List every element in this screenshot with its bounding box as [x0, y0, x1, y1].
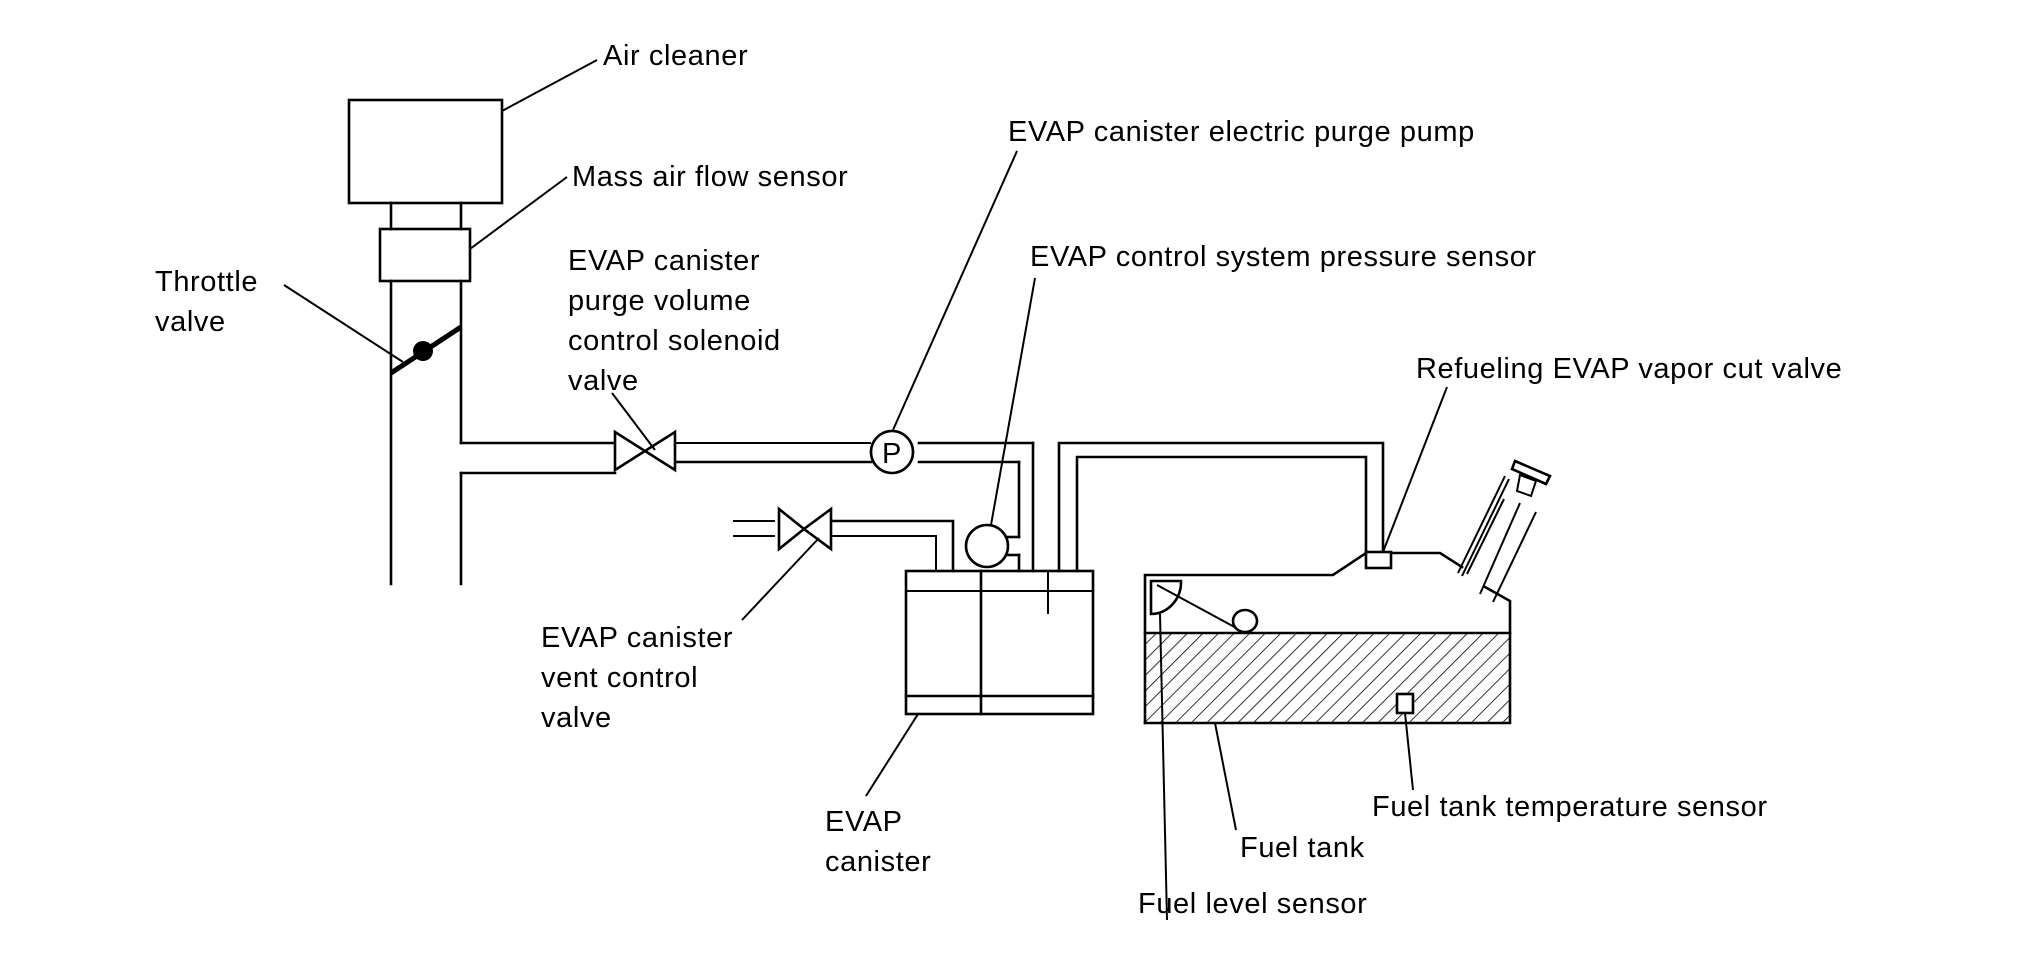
label-evap-canister: EVAP canister: [825, 806, 931, 878]
label-mass-air-flow-sensor: Mass air flow sensor: [572, 161, 848, 193]
purge-volume-control-solenoid-valve: [613, 429, 677, 473]
label-electric-purge-pump: EVAP canister electric purge pump: [1008, 116, 1475, 148]
leader-temperature-sensor: [1404, 712, 1414, 791]
fuel-level-sensor: [1149, 579, 1259, 921]
leader-purge-solenoid-valve: [611, 392, 656, 451]
leader-mass-air-flow-sensor: [469, 176, 568, 250]
leader-air-cleaner: [501, 59, 598, 112]
pump-symbol-letter: P: [882, 438, 902, 470]
label-fuel-tank: Fuel tank: [1240, 832, 1365, 864]
mass-air-flow-sensor: [378, 227, 472, 283]
leader-vapor-cut-valve: [1382, 386, 1448, 553]
label-throttle-valve: Throttle valve: [155, 266, 267, 338]
label-fuel-level-sensor: Fuel level sensor: [1138, 888, 1367, 920]
label-refueling-vapor-cut-valve: Refueling EVAP vapor cut valve: [1416, 353, 1842, 385]
label-pressure-sensor: EVAP control system pressure sensor: [1030, 241, 1537, 273]
vent-line: [733, 519, 955, 573]
throttle-valve: [389, 324, 463, 376]
electric-purge-pump: P: [869, 429, 915, 475]
filler-neck: [1457, 459, 1552, 603]
label-purge-volume-control-solenoid-valve: EVAP canister purge volume control solen…: [568, 245, 789, 397]
intake-duct-upper: [389, 201, 463, 231]
label-air-cleaner: Air cleaner: [603, 40, 748, 72]
purge-line: [459, 441, 1035, 573]
leader-throttle-valve: [283, 284, 404, 363]
fuel-tank: [1143, 551, 1512, 725]
leader-pressure-sensor: [990, 277, 1036, 526]
intake-duct-lower: [389, 279, 463, 586]
label-vent-control-valve: EVAP canister vent control valve: [541, 622, 742, 734]
leader-vent-control-valve: [741, 537, 820, 621]
air-cleaner: [347, 98, 504, 205]
leader-evap-canister: [865, 713, 919, 797]
fuel-tank-temperature-sensor: [1395, 692, 1415, 715]
tank-vapor-line: [1057, 441, 1385, 573]
label-fuel-tank-temperature-sensor: Fuel tank temperature sensor: [1372, 791, 1768, 823]
vent-control-valve: [777, 506, 833, 552]
pressure-sensor: [964, 523, 1021, 573]
leader-purge-pump: [892, 150, 1018, 431]
leader-fuel-tank: [1214, 722, 1237, 831]
refueling-vapor-cut-valve: [1364, 550, 1393, 570]
evap-canister: [904, 569, 1095, 716]
